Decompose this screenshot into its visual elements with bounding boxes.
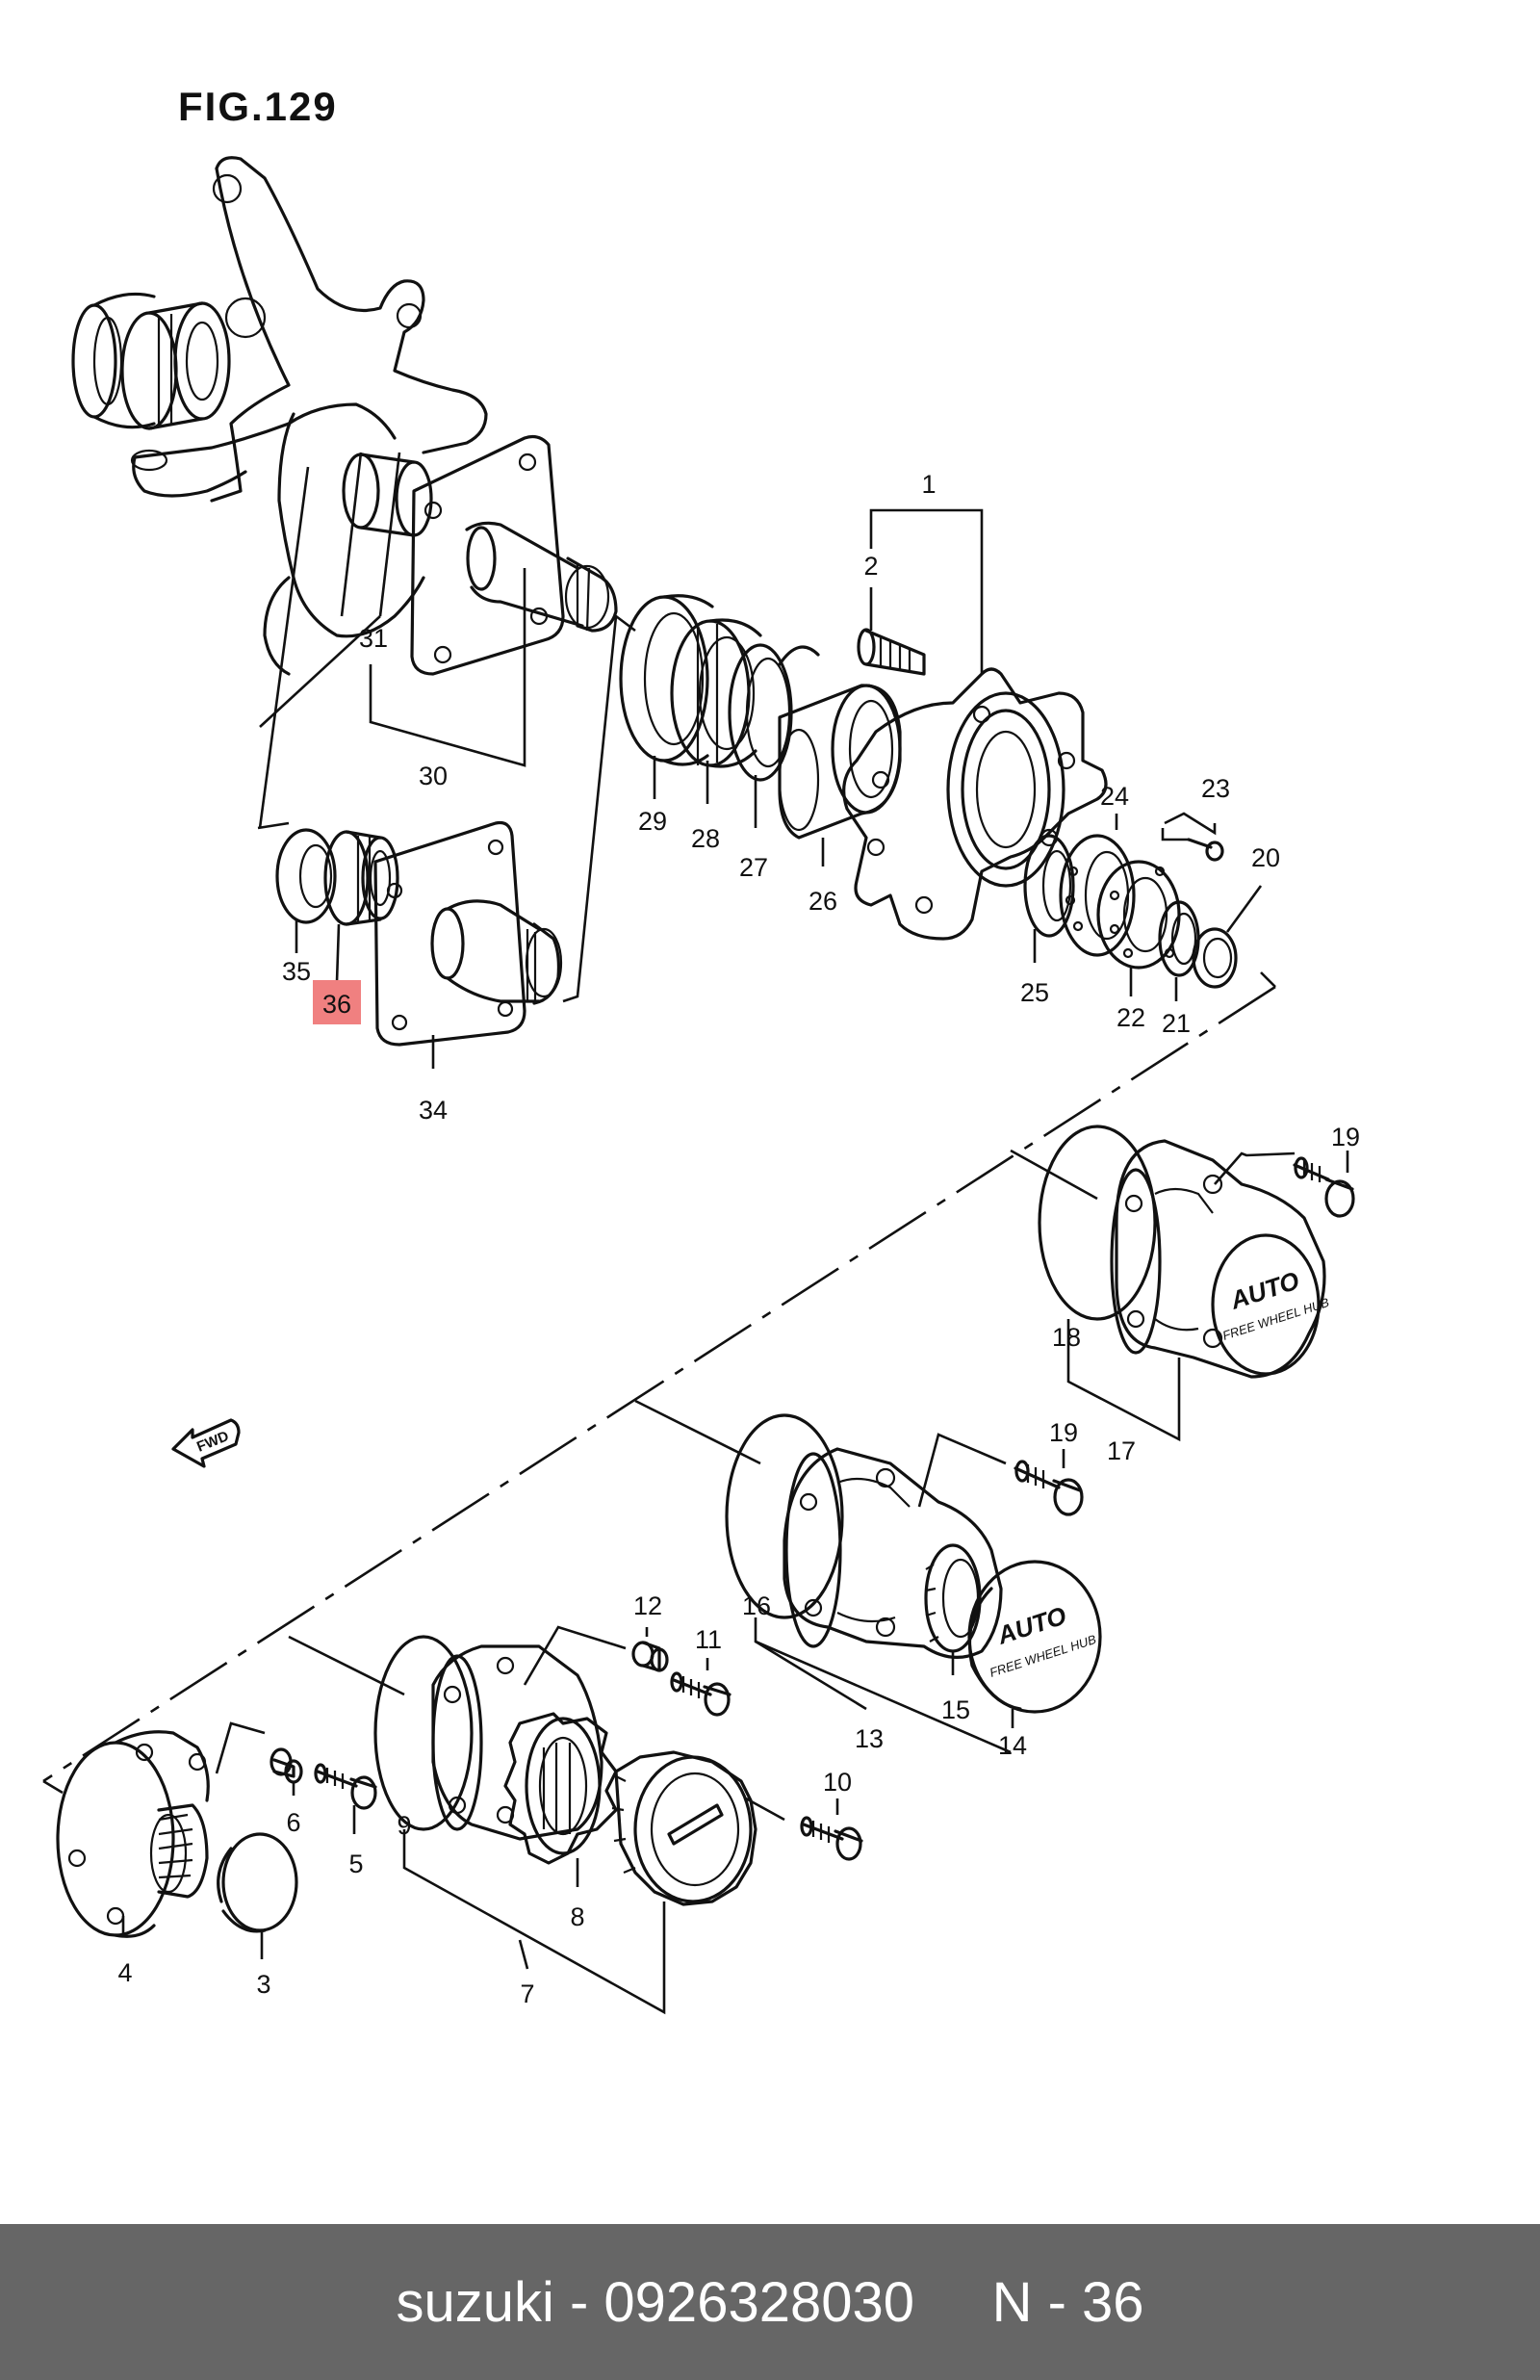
label-8: 8: [570, 1902, 584, 1931]
label-30: 30: [419, 762, 448, 790]
label-24: 24: [1100, 782, 1129, 811]
bearing-32: [120, 301, 231, 430]
label-5: 5: [348, 1850, 363, 1878]
gasket-9: [373, 1635, 474, 1831]
label-19b: 19: [1049, 1418, 1078, 1447]
fwd-label: FWD: [194, 1428, 231, 1456]
label-11: 11: [695, 1625, 722, 1654]
steering-knuckle: [130, 156, 488, 676]
figure-title: FIG.129: [178, 84, 338, 129]
bearing-26: [778, 684, 902, 840]
label-4: 4: [117, 1958, 132, 1987]
spindle-34: [373, 820, 563, 1047]
bolt-19a: [1293, 1156, 1355, 1218]
footer-part-number: 0926328030: [603, 2270, 914, 2334]
highlight-box-36: [313, 980, 361, 1024]
label-12: 12: [633, 1591, 662, 1620]
label-3: 3: [256, 1970, 270, 1999]
inner-gear-8: [503, 1712, 618, 1865]
exploded-parts-diagram: FIG.129: [42, 84, 1360, 2015]
footer-separator: -: [553, 2270, 604, 2334]
lock-plate-22: [1096, 860, 1181, 970]
spindle-30: [410, 434, 618, 676]
oring-16: [725, 1413, 844, 1619]
spacer-6: [270, 1747, 303, 1784]
label-36: 36: [322, 990, 351, 1019]
hub-body-7: [431, 1644, 603, 1841]
label-26: 26: [808, 887, 837, 916]
snap-ring-20: [1192, 927, 1238, 989]
oring-18: [1038, 1125, 1157, 1321]
cap-3: [217, 1832, 298, 1933]
label-2: 2: [863, 552, 878, 581]
bolt-11: [670, 1671, 732, 1717]
fwd-arrow: FWD: [171, 1418, 241, 1468]
needle-bearing-36: [323, 830, 399, 926]
bearing-28: [670, 618, 762, 768]
label-16: 16: [742, 1591, 771, 1620]
footer-bar: suzuki - 0926328030 N - 36: [0, 2224, 1540, 2380]
footer-ref: N - 36: [991, 2270, 1144, 2334]
label-34: 34: [419, 1096, 448, 1125]
footer-text: suzuki - 0926328030 N - 36: [396, 2270, 1143, 2335]
label-1: 1: [921, 470, 936, 499]
label-23: 23: [1201, 774, 1230, 803]
label-18: 18: [1052, 1323, 1081, 1352]
label-15: 15: [941, 1695, 970, 1724]
label-25: 25: [1020, 978, 1049, 1007]
label-22: 22: [1116, 1003, 1145, 1032]
footer-brand: suzuki: [396, 2270, 554, 2334]
bolt-10: [800, 1816, 863, 1861]
screw-23: [1187, 838, 1224, 862]
label-29: 29: [638, 807, 667, 836]
retainer-35: [275, 828, 337, 924]
bolt-19b: [1014, 1460, 1084, 1516]
ring-15: [924, 1543, 982, 1653]
label-21: 21: [1162, 1009, 1191, 1038]
label-13: 13: [855, 1724, 884, 1753]
label-6: 6: [286, 1808, 300, 1837]
label-14: 14: [998, 1731, 1027, 1760]
bolt-5: [314, 1763, 377, 1810]
label-35: 35: [282, 957, 311, 986]
hub-cap-14: AUTO FREE WHEEL HUB: [967, 1560, 1102, 1714]
label-19a: 19: [1331, 1123, 1360, 1151]
label-17: 17: [1107, 1436, 1136, 1465]
hub-assembly-13: [783, 1447, 1003, 1660]
hub-flange-4: [56, 1730, 210, 1938]
lock-washer-25: [1023, 834, 1075, 938]
label-20: 20: [1251, 843, 1280, 872]
label-31: 31: [359, 624, 388, 653]
label-10: 10: [823, 1768, 852, 1797]
footer-gap: [914, 2271, 992, 2334]
outer-knob-7: [611, 1750, 757, 1906]
label-9: 9: [397, 1811, 411, 1840]
spacer-12: [631, 1641, 669, 1672]
label-28: 28: [691, 824, 720, 853]
label-7: 7: [520, 1979, 534, 2008]
label-27: 27: [739, 853, 768, 882]
oil-seal-29: [619, 594, 714, 766]
hub-bolt-2: [857, 628, 926, 676]
